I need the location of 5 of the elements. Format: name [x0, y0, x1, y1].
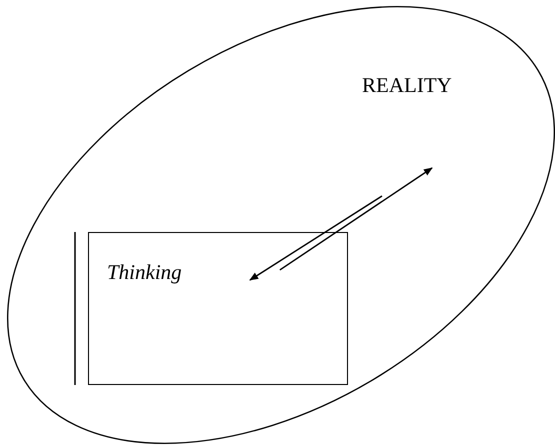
arrow — [279, 167, 433, 271]
region-label: REALITY — [362, 72, 452, 99]
arrow — [249, 195, 382, 281]
rectangle-box — [88, 232, 348, 385]
box-label: Thinking — [107, 259, 182, 286]
